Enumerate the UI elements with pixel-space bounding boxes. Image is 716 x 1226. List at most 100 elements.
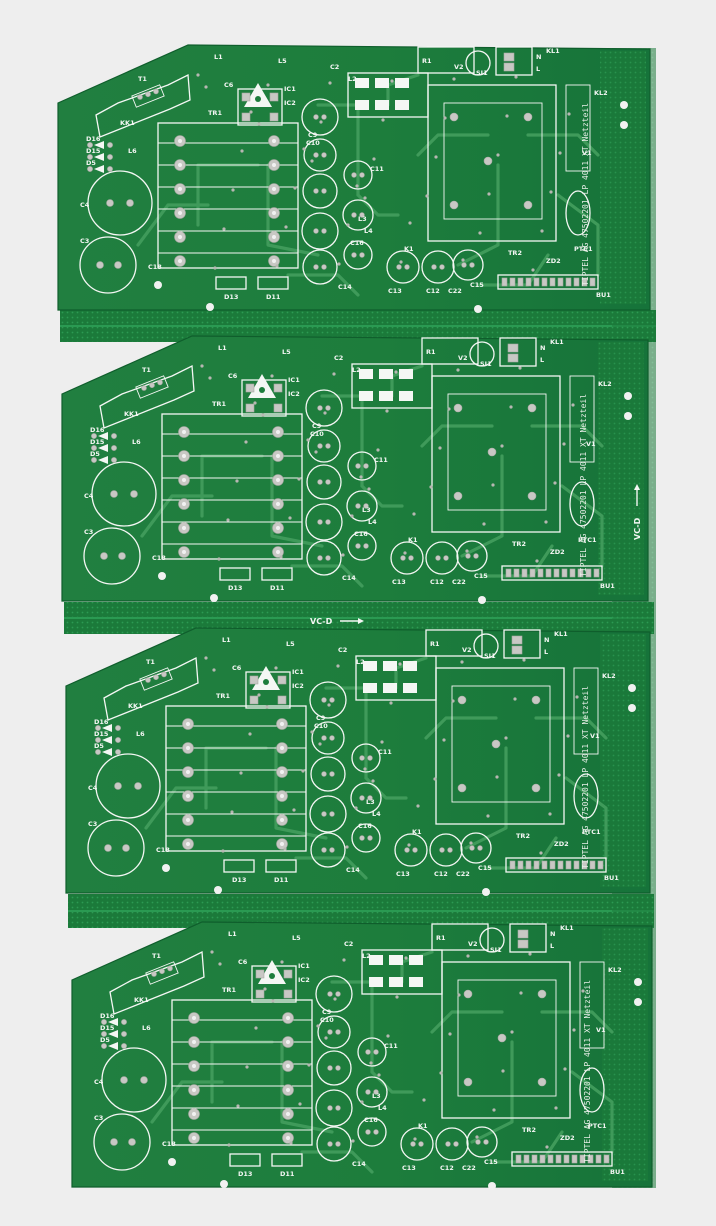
ic-pad (283, 989, 293, 999)
transformer-pin-hole (276, 550, 280, 554)
transformer-pin-hole (178, 235, 182, 239)
esd-warning-icon (252, 666, 280, 690)
mounting-hole (206, 303, 214, 311)
copper-trace (530, 424, 604, 448)
via (327, 703, 331, 707)
via (466, 954, 470, 958)
via (519, 991, 523, 995)
board-edge-strip (600, 51, 646, 304)
silk-label: KL1 (550, 338, 564, 346)
diode-symbol (108, 1030, 118, 1038)
via (301, 769, 305, 773)
capacitor-pad (473, 553, 479, 559)
transformer-pin-hole (186, 746, 190, 750)
capacitor-pad (321, 188, 327, 194)
fuse-outline (421, 337, 479, 365)
board-edge-strip (598, 342, 644, 595)
copper-trace (424, 716, 498, 740)
via (231, 188, 235, 192)
silk-label: C12 (430, 578, 444, 586)
copper-trace (564, 776, 608, 860)
via (302, 147, 306, 151)
inductor-pad (369, 977, 383, 987)
connector-pin (505, 568, 512, 578)
diode-pad (121, 1019, 127, 1025)
capacitor-pad (128, 1138, 136, 1146)
silk-label: L1 (222, 636, 231, 644)
transformer-pin-hole (280, 770, 284, 774)
terminal-kl1-outline (503, 629, 541, 659)
copper-trace (274, 746, 328, 840)
copper-trace (150, 1080, 224, 1124)
via (298, 1102, 302, 1106)
via (398, 662, 402, 666)
silk-label: TR1 (216, 692, 230, 700)
silk-label: L4 (364, 227, 373, 235)
capacitor-pad (122, 844, 130, 852)
via (310, 159, 314, 163)
capacitor-outline (390, 541, 424, 575)
transformer-pin-hole (192, 1136, 196, 1140)
via (404, 956, 408, 960)
via (575, 695, 579, 699)
transformer-pin-hole (186, 722, 190, 726)
silk-label: TR2 (516, 832, 530, 840)
via (461, 258, 465, 262)
via (345, 845, 349, 849)
silk-label: C22 (448, 287, 462, 295)
capacitor-pad (477, 845, 483, 851)
heatsink-pin (151, 971, 157, 977)
rail-scoreline (68, 910, 654, 912)
capacitor-pad (365, 1089, 371, 1095)
diode-pad (111, 457, 117, 463)
silk-label: C16 (364, 1116, 378, 1124)
via (389, 701, 393, 705)
transformer-outline (165, 705, 307, 852)
silk-label: C6 (238, 958, 248, 966)
kl2-outline (573, 667, 599, 755)
fuse-cap-outline (469, 341, 495, 367)
connector-pin (525, 277, 532, 287)
silk-label: KL2 (602, 672, 616, 680)
diode-d13-outline (215, 276, 247, 290)
transformer-pin-hole (192, 1040, 196, 1044)
copper-trace (460, 454, 504, 558)
silk-label: C15 (474, 572, 488, 580)
connector-pin (573, 860, 580, 870)
silk-label: D13 (232, 876, 246, 884)
capacitor-outline (342, 199, 374, 231)
silk-label: ZD2 (554, 840, 569, 848)
silk-label: L5 (282, 348, 291, 356)
via (248, 732, 252, 736)
inductor-pad (359, 391, 373, 401)
via (279, 555, 283, 559)
silk-label: SI1 (484, 652, 496, 660)
via (518, 366, 522, 370)
via (230, 810, 234, 814)
silk-label: TR1 (208, 109, 222, 117)
mounting-hole (478, 596, 486, 604)
silk-label: C2 (338, 646, 347, 654)
inductor-pad (383, 683, 397, 693)
via (566, 734, 570, 738)
connector-pin (553, 568, 560, 578)
transformer-pin-hole (280, 842, 284, 846)
board-legend-text: TIPTEL AG 47502201 LP 4011 XT Netzteil (583, 980, 592, 1163)
capacitor-pad (447, 847, 453, 853)
capacitor-pad (329, 811, 335, 817)
capacitor-outline (357, 1117, 387, 1147)
inductor-pad (375, 100, 389, 110)
silk-label: K1 (408, 536, 418, 544)
silk-label: KK1 (120, 119, 135, 127)
diode-pad (115, 725, 121, 731)
capacitor-pad (329, 847, 335, 853)
relay-pin (531, 695, 541, 705)
via (495, 775, 499, 779)
transformer-pin-hole (182, 550, 186, 554)
capacitor-pad (373, 1089, 379, 1095)
capacitor-pad (140, 1076, 148, 1084)
silk-label: C9 (312, 422, 322, 430)
diode-symbol (102, 748, 112, 756)
capacitor-pad (325, 443, 331, 449)
capacitor-outline (456, 540, 488, 572)
